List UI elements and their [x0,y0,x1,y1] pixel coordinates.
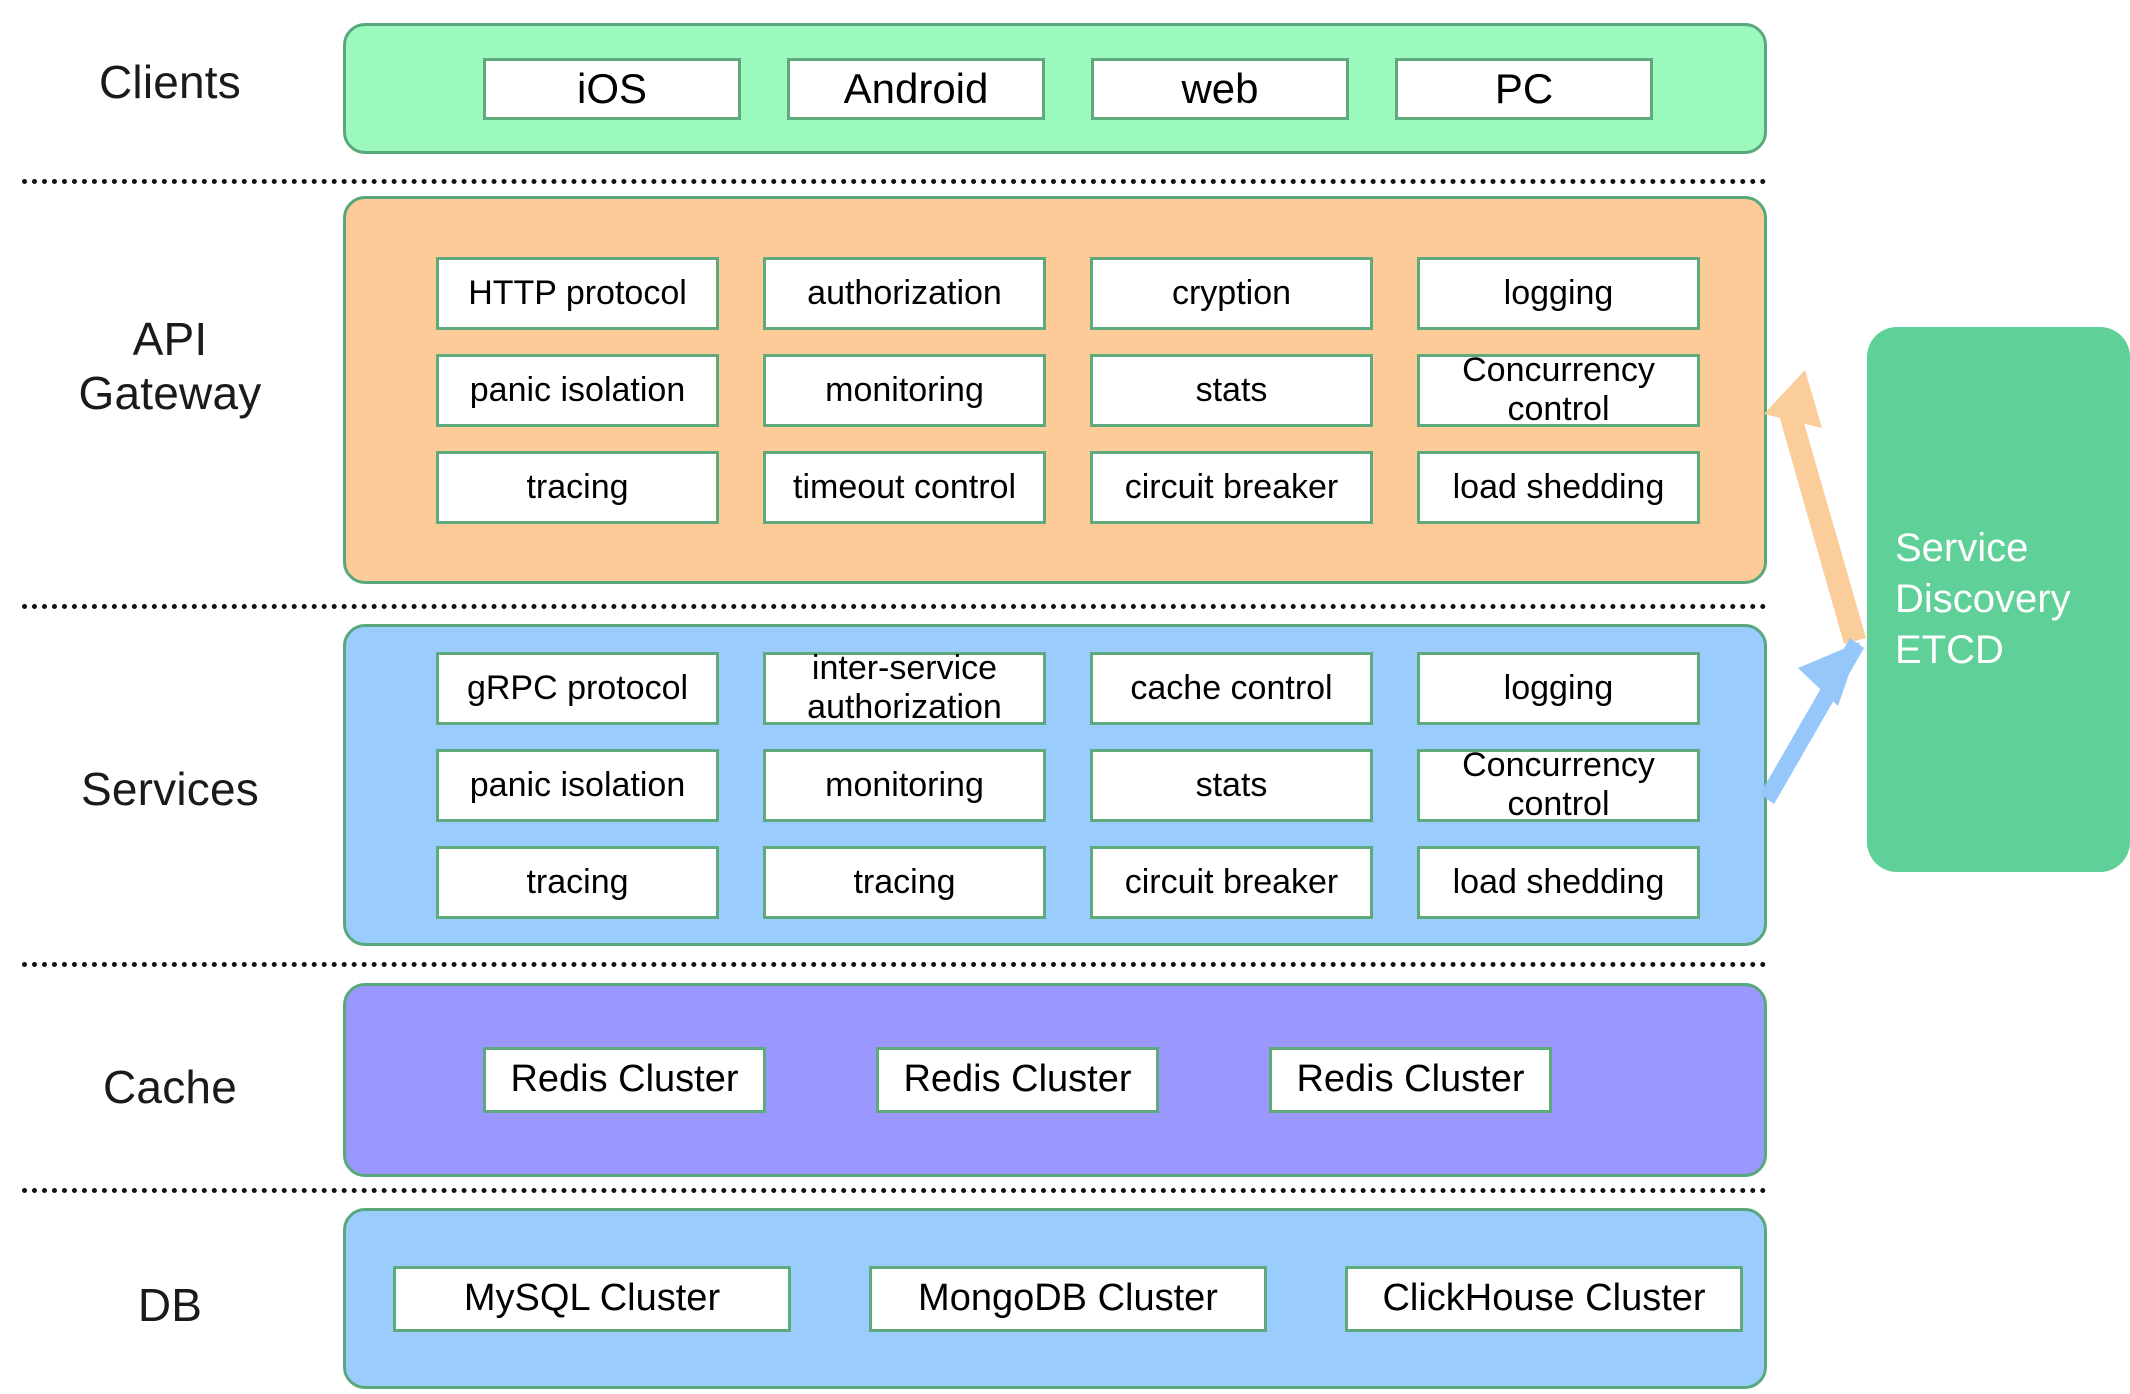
cell-grpc-protocol[interactable]: gRPC protocol [436,651,719,725]
cell-panic-isolation[interactable]: panic isolation [436,748,719,822]
cell-cryption[interactable]: cryption [1090,256,1373,330]
divider-services-cache [22,962,1767,967]
layer-row: Redis Cluster Redis Cluster Redis Cluste… [346,1047,1901,1113]
cell-concurrency-control[interactable]: Concurrency control [1417,351,1700,428]
cell-tracing[interactable]: tracing [436,450,719,524]
layer-clients: iOS Android web PC [343,23,1767,154]
layer-db: MySQL Cluster MongoDB Cluster ClickHouse… [343,1208,1767,1389]
cell-tracing[interactable]: tracing [436,845,719,919]
cell-inter-service-authorization[interactable]: inter-service authorization [763,649,1046,726]
cell-load-shedding[interactable]: load shedding [1417,845,1700,919]
cell-timeout-control[interactable]: timeout control [763,450,1046,524]
layer-row: iOS Android web PC [346,57,1901,120]
row-label-services: Services [81,763,259,815]
cell-logging[interactable]: logging [1417,651,1700,725]
cell-panic-isolation[interactable]: panic isolation [436,353,719,427]
cell-mysql-cluster[interactable]: MySQL Cluster [393,1265,791,1332]
cell-redis-cluster-3[interactable]: Redis Cluster [1269,1047,1552,1113]
cell-stats[interactable]: stats [1090,353,1373,427]
cell-logging[interactable]: logging [1417,256,1700,330]
layer-row: tracing timeout control circuit breaker … [346,450,1854,524]
layer-cache: Redis Cluster Redis Cluster Redis Cluste… [343,983,1767,1177]
row-label-cache: Cache [103,1061,237,1113]
cell-redis-cluster-2[interactable]: Redis Cluster [876,1047,1159,1113]
arrow-services-to-discovery [1760,638,1864,804]
layer-row: panic isolation monitoring stats Concurr… [346,351,1854,428]
layer-row: MySQL Cluster MongoDB Cluster ClickHouse… [346,1265,1811,1332]
cell-redis-cluster-1[interactable]: Redis Cluster [483,1047,766,1113]
layer-row: HTTP protocol authorization cryption log… [346,256,1854,330]
row-label-clients: Clients [98,56,241,108]
cell-circuit-breaker[interactable]: circuit breaker [1090,845,1373,919]
arrow-gateway-to-discovery [1764,370,1866,644]
cell-mongodb-cluster[interactable]: MongoDB Cluster [869,1265,1267,1332]
cell-ios[interactable]: iOS [483,57,741,120]
cell-monitoring[interactable]: monitoring [763,353,1046,427]
cell-pc[interactable]: PC [1395,57,1653,120]
cell-stats[interactable]: stats [1090,748,1373,822]
cell-cache-control[interactable]: cache control [1090,651,1373,725]
layer-row: panic isolation monitoring stats Concurr… [346,746,1854,823]
divider-gateway-services [22,604,1767,609]
row-label-api-gateway: API Gateway [78,313,262,420]
divider-cache-db [22,1188,1767,1193]
cell-load-shedding[interactable]: load shedding [1417,450,1700,524]
cell-concurrency-control[interactable]: Concurrency control [1417,746,1700,823]
layer-row: gRPC protocol inter-service authorizatio… [346,649,1854,726]
discovery-arrows [1760,370,1866,804]
service-discovery-etcd[interactable]: Service Discovery ETCD [1867,327,2130,872]
layer-api-gateway: HTTP protocol authorization cryption log… [343,196,1767,584]
cell-monitoring[interactable]: monitoring [763,748,1046,822]
row-label-db: DB [137,1279,203,1331]
layer-row: tracing tracing circuit breaker load she… [346,845,1854,919]
divider-clients-gateway [22,179,1767,184]
cell-circuit-breaker[interactable]: circuit breaker [1090,450,1373,524]
cell-authorization[interactable]: authorization [763,256,1046,330]
cell-android[interactable]: Android [787,57,1045,120]
cell-clickhouse-cluster[interactable]: ClickHouse Cluster [1345,1265,1743,1332]
cell-http-protocol[interactable]: HTTP protocol [436,256,719,330]
cell-web[interactable]: web [1091,57,1349,120]
layer-services: gRPC protocol inter-service authorizatio… [343,624,1767,946]
cell-tracing-2[interactable]: tracing [763,845,1046,919]
